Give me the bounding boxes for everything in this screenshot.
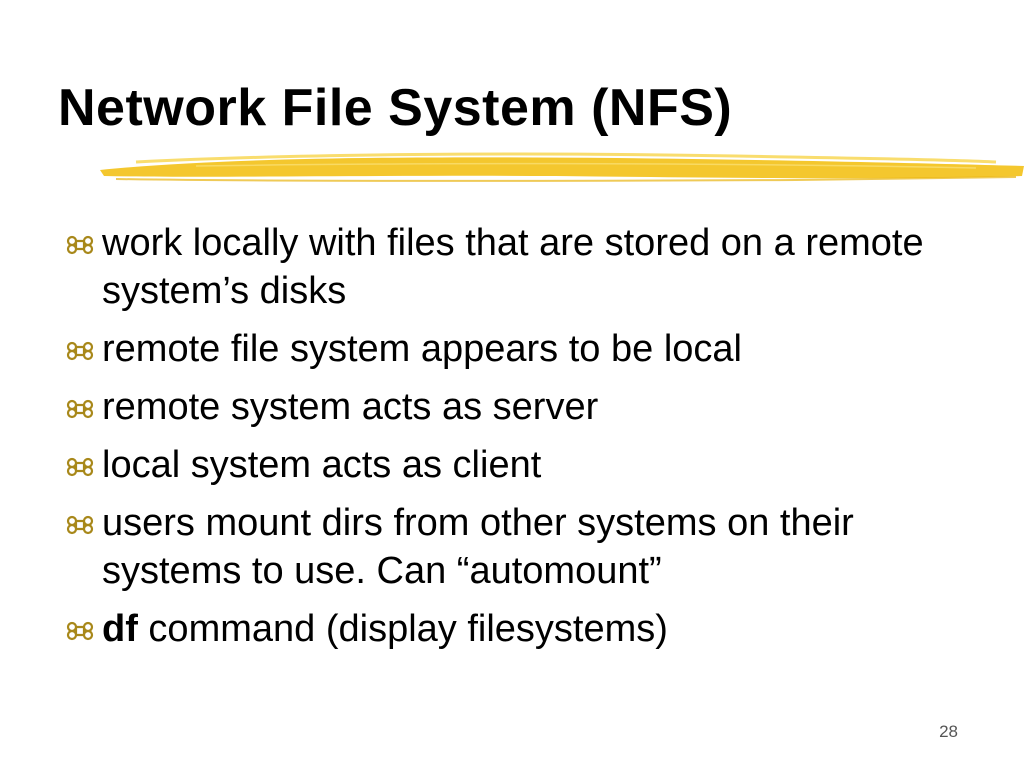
command-name: df [102,608,138,650]
bullet-text: remote system acts as server [102,386,599,428]
command-key-icon [66,383,100,431]
bullet-list: work locally with files that are stored … [62,219,992,663]
bullet-item: df command (display filesystems) [62,605,992,653]
command-key-icon [66,499,100,547]
bullet-item: remote system acts as server [62,383,992,431]
slide-title: Network File System (NFS) [58,79,733,137]
command-key-icon [66,605,100,653]
bullet-text: remote file system appears to be local [102,328,742,370]
command-key-icon [66,441,100,489]
command-key-icon [66,219,100,267]
bullet-text: local system acts as client [102,444,542,486]
bullet-item: work locally with files that are stored … [62,219,992,315]
bullet-item: users mount dirs from other systems on t… [62,499,992,595]
page-number: 28 [939,722,958,741]
bullet-item: local system acts as client [62,441,992,489]
command-key-icon [66,325,100,373]
title-underline-brushstroke [100,152,1024,182]
bullet-text: command (display filesystems) [137,608,668,650]
bullet-text: users mount dirs from other systems on t… [102,502,854,592]
bullet-text: work locally with files that are stored … [102,222,924,312]
bullet-item: remote file system appears to be local [62,325,992,373]
